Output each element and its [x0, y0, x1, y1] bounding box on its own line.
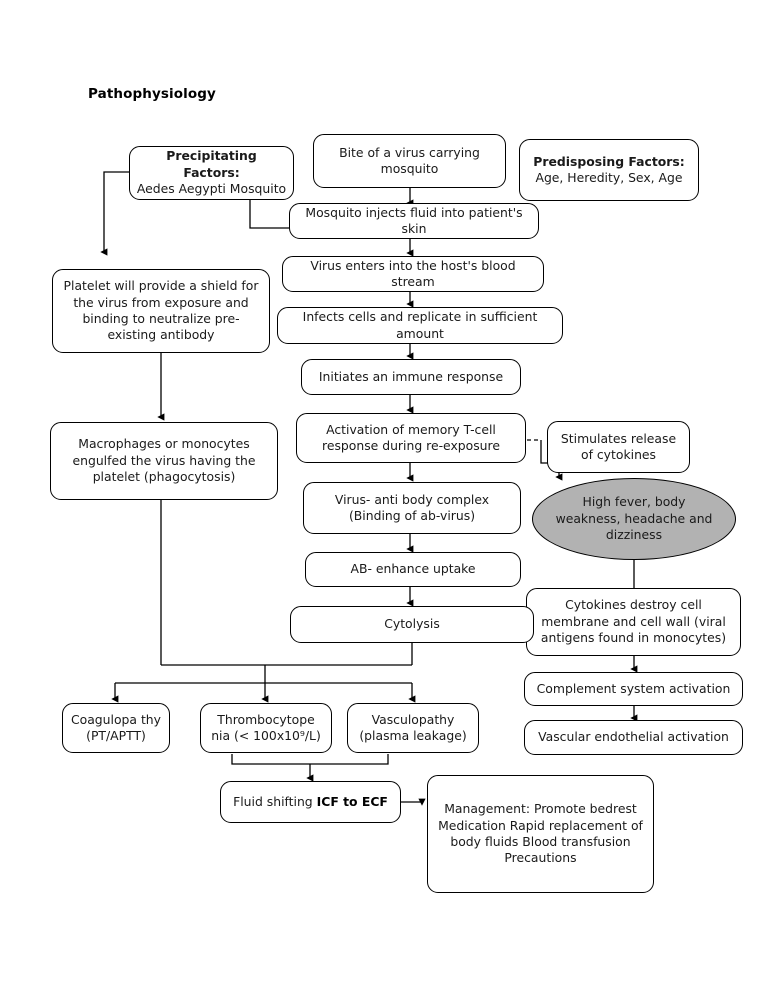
cytokines-destroy-label: Cytokines destroy cell membrane and cell… — [540, 597, 727, 646]
stimulates-cytokines-label: Stimulates release of cytokines — [560, 430, 677, 462]
macrophages-label: Macrophages or monocytes engulfed the vi… — [72, 436, 256, 485]
node-platelet-shield: Platelet will provide a shield for the v… — [52, 269, 270, 353]
node-infects-cells: Infects cells and replicate in sufficien… — [277, 307, 563, 344]
precipitating-factors-body: Aedes Aegypti Mosquito — [136, 181, 287, 197]
virus-enters-label: Virus enters into the host's blood strea… — [310, 257, 516, 289]
node-complement-system: Complement system activation — [524, 672, 743, 706]
ab-enhance-uptake-label: AB- enhance uptake — [350, 561, 476, 577]
management-label: Management: Promote bedrest Medication R… — [438, 801, 643, 866]
node-virus-enters: Virus enters into the host's blood strea… — [282, 256, 544, 292]
node-mosquito-injects: Mosquito injects fluid into patient's sk… — [289, 203, 539, 239]
virus-antibody-complex-label: Virus- anti body complex (Binding of ab-… — [334, 491, 490, 523]
infects-cells-label: Infects cells and replicate in sufficien… — [302, 309, 538, 341]
node-thrombocytopenia: Thrombocytope nia (< 100x10⁹/L) — [200, 703, 332, 753]
vascular-endothelial-label: Vascular endothelial activation — [538, 729, 729, 745]
mosquito-injects-label: Mosquito injects fluid into patient's sk… — [305, 204, 523, 236]
predisposing-factors-heading: Predisposing Factors: — [533, 153, 685, 169]
vasculopathy-label: Vasculopathy (plasma leakage) — [359, 711, 467, 743]
node-immune-response: Initiates an immune response — [301, 359, 521, 395]
node-fluid-shifting: Fluid shifting ICF to ECF — [220, 781, 401, 823]
node-cytokines-destroy: Cytokines destroy cell membrane and cell… — [526, 588, 741, 656]
node-coagulopathy: Coagulopa thy (PT/APTT) — [62, 703, 170, 753]
tcell-activation-label: Activation of memory T-cell response dur… — [322, 421, 500, 453]
page-title: Pathophysiology — [88, 86, 216, 102]
node-vascular-endothelial: Vascular endothelial activation — [524, 720, 743, 755]
node-vasculopathy: Vasculopathy (plasma leakage) — [347, 703, 479, 753]
fluid-shifting-prefix: Fluid shifting — [233, 793, 317, 809]
node-cytolysis: Cytolysis — [290, 606, 534, 643]
immune-response-label: Initiates an immune response — [318, 368, 504, 384]
node-virus-antibody-complex: Virus- anti body complex (Binding of ab-… — [303, 482, 521, 534]
predisposing-factors-body: Age, Heredity, Sex, Age — [535, 170, 683, 185]
high-fever-label: High fever, body weakness, headache and … — [555, 494, 713, 543]
node-mosquito-bite: Bite of a virus carrying mosquito — [313, 134, 506, 188]
node-stimulates-cytokines: Stimulates release of cytokines — [547, 421, 690, 473]
node-predisposing-factors: Predisposing Factors: Age, Heredity, Sex… — [519, 139, 699, 201]
node-ab-enhance-uptake: AB- enhance uptake — [305, 552, 521, 587]
fluid-shifting-emphasis: ICF to ECF — [316, 793, 388, 809]
complement-system-label: Complement system activation — [536, 680, 731, 696]
thrombocytopenia-label: Thrombocytope nia (< 100x10⁹/L) — [211, 711, 321, 743]
node-tcell-activation: Activation of memory T-cell response dur… — [296, 413, 526, 463]
platelet-shield-label: Platelet will provide a shield for the v… — [63, 278, 259, 343]
mosquito-bite-label: Bite of a virus carrying mosquito — [339, 144, 480, 176]
node-high-fever: High fever, body weakness, headache and … — [532, 478, 736, 560]
node-precipitating-factors: Precipitating Factors: Aedes Aegypti Mos… — [129, 146, 294, 200]
node-macrophages: Macrophages or monocytes engulfed the vi… — [50, 422, 278, 500]
cytolysis-label: Cytolysis — [384, 616, 440, 632]
node-management: Management: Promote bedrest Medication R… — [427, 775, 654, 893]
coagulopathy-label: Coagulopa thy (PT/APTT) — [70, 711, 161, 743]
precipitating-factors-heading: Precipitating Factors: — [166, 148, 257, 180]
wire-precip-to-platelet — [100, 171, 129, 256]
